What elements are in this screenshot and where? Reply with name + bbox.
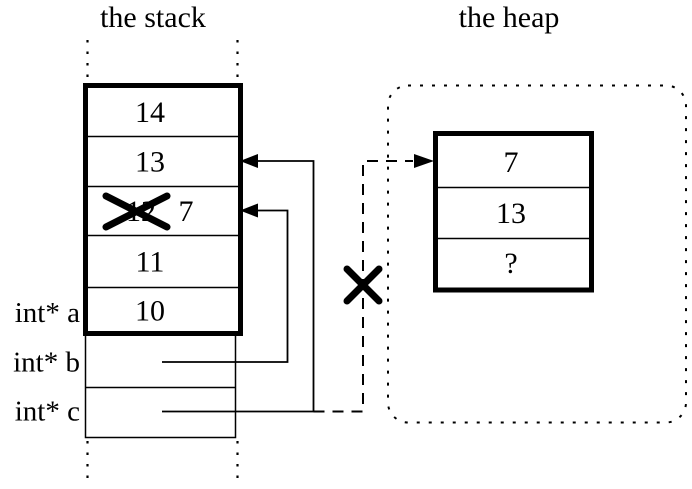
stack-cell-dividers bbox=[88, 135, 238, 289]
pointer-label-a: int* a bbox=[15, 297, 80, 329]
stack-title: the stack bbox=[100, 1, 206, 34]
pointer-c-arrowhead bbox=[240, 154, 258, 168]
pointer-b-arrowhead bbox=[240, 203, 258, 218]
crossout-x-stack-value bbox=[102, 192, 171, 231]
dangling-pointer-arrowhead bbox=[414, 154, 434, 168]
pointer-b-line bbox=[162, 209, 289, 363]
stack-cell-replacement-7: 7 bbox=[179, 195, 194, 228]
heap-frame bbox=[433, 131, 594, 293]
pointer-variable-cells bbox=[84, 336, 237, 439]
invalid-pointer-x bbox=[343, 265, 383, 305]
stack-cell-value-14: 14 bbox=[135, 96, 165, 129]
pointer-label-c: int* c bbox=[15, 396, 80, 428]
heap-cell-value-unknown: ? bbox=[504, 247, 517, 280]
heap-region-outline bbox=[387, 84, 687, 424]
stack-dotted-guides bbox=[86, 40, 239, 487]
invalid-x-stroke bbox=[343, 265, 383, 305]
pointer-label-b: int* b bbox=[13, 347, 80, 379]
stack-cell-value-13: 13 bbox=[135, 146, 165, 179]
heap-cell-value-13: 13 bbox=[496, 197, 526, 230]
stack-cell-value-10: 10 bbox=[135, 295, 165, 328]
heap-title: the heap bbox=[459, 1, 560, 34]
crossout-stroke bbox=[102, 192, 171, 231]
pointer-c-line bbox=[162, 160, 315, 413]
heap-cell-value-7: 7 bbox=[504, 146, 519, 179]
heap-cell-dividers bbox=[438, 186, 589, 240]
stack-frame bbox=[83, 83, 243, 336]
stack-cell-value-11: 11 bbox=[136, 246, 165, 279]
